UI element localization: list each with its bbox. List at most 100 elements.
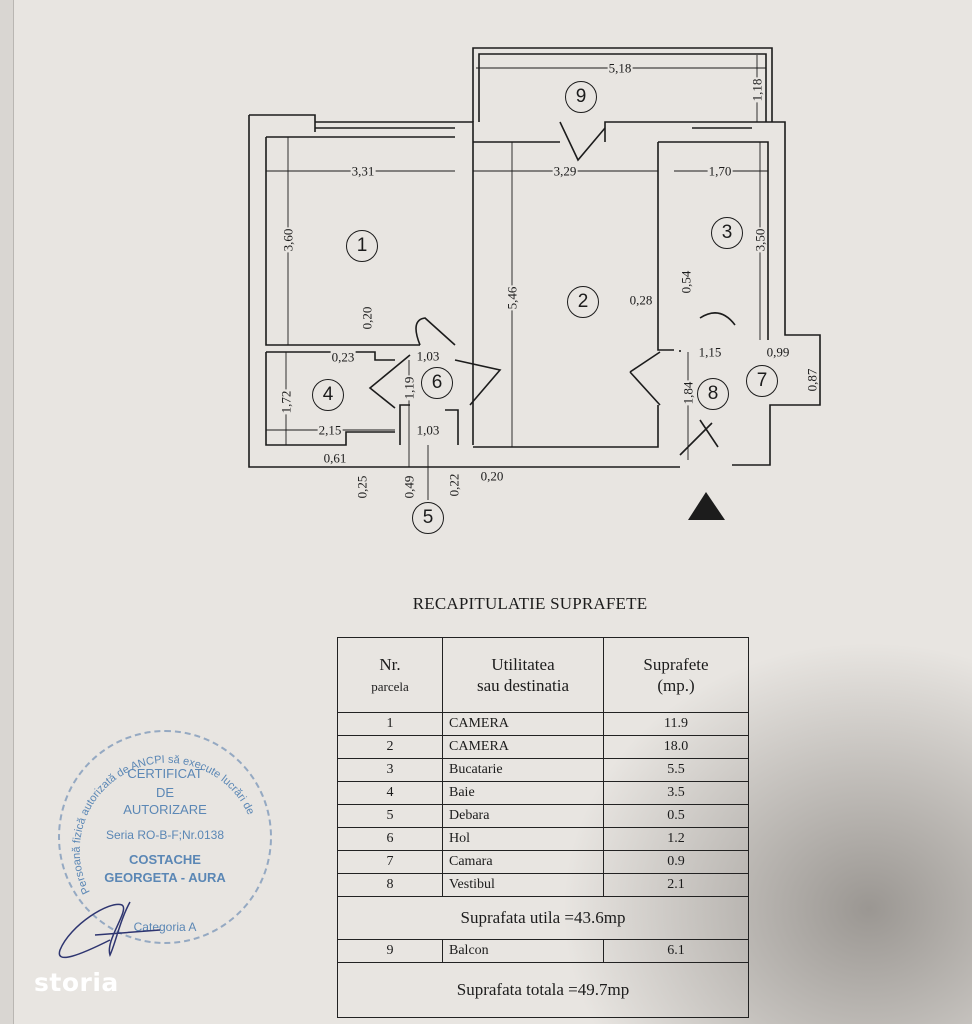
dimension-label: 1,03 [415,348,441,364]
room-number: 2 [567,286,599,318]
cell-nr: 2 [337,735,443,759]
header-nr-sub: parcela [371,678,409,694]
dimension-label: 3,60 [280,227,296,253]
storia-watermark: storia [34,968,119,997]
dimension-label: 0,28 [628,292,654,308]
room-number: 5 [412,502,444,534]
dimension-label: 5,46 [504,285,520,311]
dimension-label: 0,99 [765,344,791,360]
stamp-series: Seria RO-B-F;Nr.0138 [105,828,225,842]
dimension-label: 0,87 [804,367,820,393]
cell-area: 5.5 [603,758,749,782]
cell-use: Debara [442,804,604,828]
cell-nr: 1 [337,712,443,736]
door-swing-hall [368,312,736,456]
cell-nr: 8 [337,873,443,897]
dimension-label: 0,22 [446,472,462,498]
grand-total-row: Suprafata totala =49.7mp [337,962,749,1018]
dimension-label: 1,15 [697,344,723,360]
cell-area: 2.1 [603,873,749,897]
room-number: 6 [421,367,453,399]
cell-use: CAMERA [442,712,604,736]
cell-nr: 9 [337,939,443,963]
cell-use: Vestibul [442,873,604,897]
area-summary-table: Nr. parcela Utilitatea sau destinatia Supr… [337,637,749,1018]
dimension-label: 0,20 [359,305,375,331]
stamp-name: COSTACHE [129,852,201,867]
dimension-label: 1,72 [278,389,294,415]
dimension-label: 1,84 [680,380,696,406]
cell-use: Baie [442,781,604,805]
table-header: Nr. parcela Utilitatea sau destinatia Supr… [337,637,749,713]
dimension-label: 1,18 [749,77,765,103]
dimension-label: 0,49 [401,474,417,500]
room-number: 4 [312,379,344,411]
cell-use: Balcon [442,939,604,963]
door-swing-balcony [559,121,606,162]
stamp-ring-text: Persoană fizică autorizată de ANCPI să e… [71,754,257,896]
dimension-label: 2,15 [317,422,343,438]
dimension-label: 0,54 [678,269,694,295]
cell-area: 1.2 [603,827,749,851]
cell-nr: 4 [337,781,443,805]
cell-use: CAMERA [442,735,604,759]
room-number: 7 [746,365,778,397]
header-nr: Nr. [379,654,401,674]
dimension-label: 1,19 [401,375,417,401]
dimension-label: 3,50 [752,227,768,253]
header-use: Utilitatea [491,655,555,674]
cell-nr: 5 [337,804,443,828]
cell-nr: 6 [337,827,443,851]
room4-wall [265,351,410,446]
authorization-stamp: Persoană fizică autorizată de ANCPI să e… [58,730,272,944]
dimension-label: 0,25 [354,474,370,500]
page-edge [0,0,14,1024]
cell-nr: 3 [337,758,443,782]
dimension-label: 0,20 [479,468,505,484]
cell-area: 0.5 [603,804,749,828]
room-number: 3 [711,217,743,249]
cell-area: 3.5 [603,781,749,805]
useful-total: Suprafata utila =43.6mp [337,896,749,940]
cell-use: Camara [442,850,604,874]
stamp-name: GEORGETA - AURA [104,870,226,885]
room-number: 1 [346,230,378,262]
header-area-sub: (mp.) [657,676,695,695]
stamp-line: DE [155,785,175,800]
cell-use: Bucatarie [442,758,604,782]
dimension-label: 5,18 [607,60,633,76]
cell-area: 6.1 [603,939,749,963]
dimension-label: 0,23 [330,349,356,365]
room2-wall [445,350,681,448]
header-area: Suprafete [643,655,709,674]
dimension-label: 3,29 [552,163,578,179]
outer-wall [248,114,821,468]
header-use-sub: sau destinatia [476,676,570,695]
dimension-label: 1,03 [415,422,441,438]
balcony-wall [472,47,773,122]
room-number: 8 [697,378,729,410]
dimension-label: 3,31 [350,163,376,179]
cell-nr: 7 [337,850,443,874]
signature [58,901,161,959]
cell-area: 0.9 [603,850,749,874]
stamp-line: CERTIFICAT [127,766,203,781]
useful-total-row: Suprafata utila =43.6mp [337,896,749,940]
cell-area: 18.0 [603,735,749,759]
dimension-label: 1,70 [707,163,733,179]
cell-area: 11.9 [603,712,749,736]
cell-use: Hol [442,827,604,851]
summary-title: RECAPITULATIE SUPRAFETE [412,594,648,613]
dimension-label: 0,61 [322,450,348,466]
stamp-line: AUTORIZARE [123,802,207,817]
room-number: 9 [565,81,597,113]
